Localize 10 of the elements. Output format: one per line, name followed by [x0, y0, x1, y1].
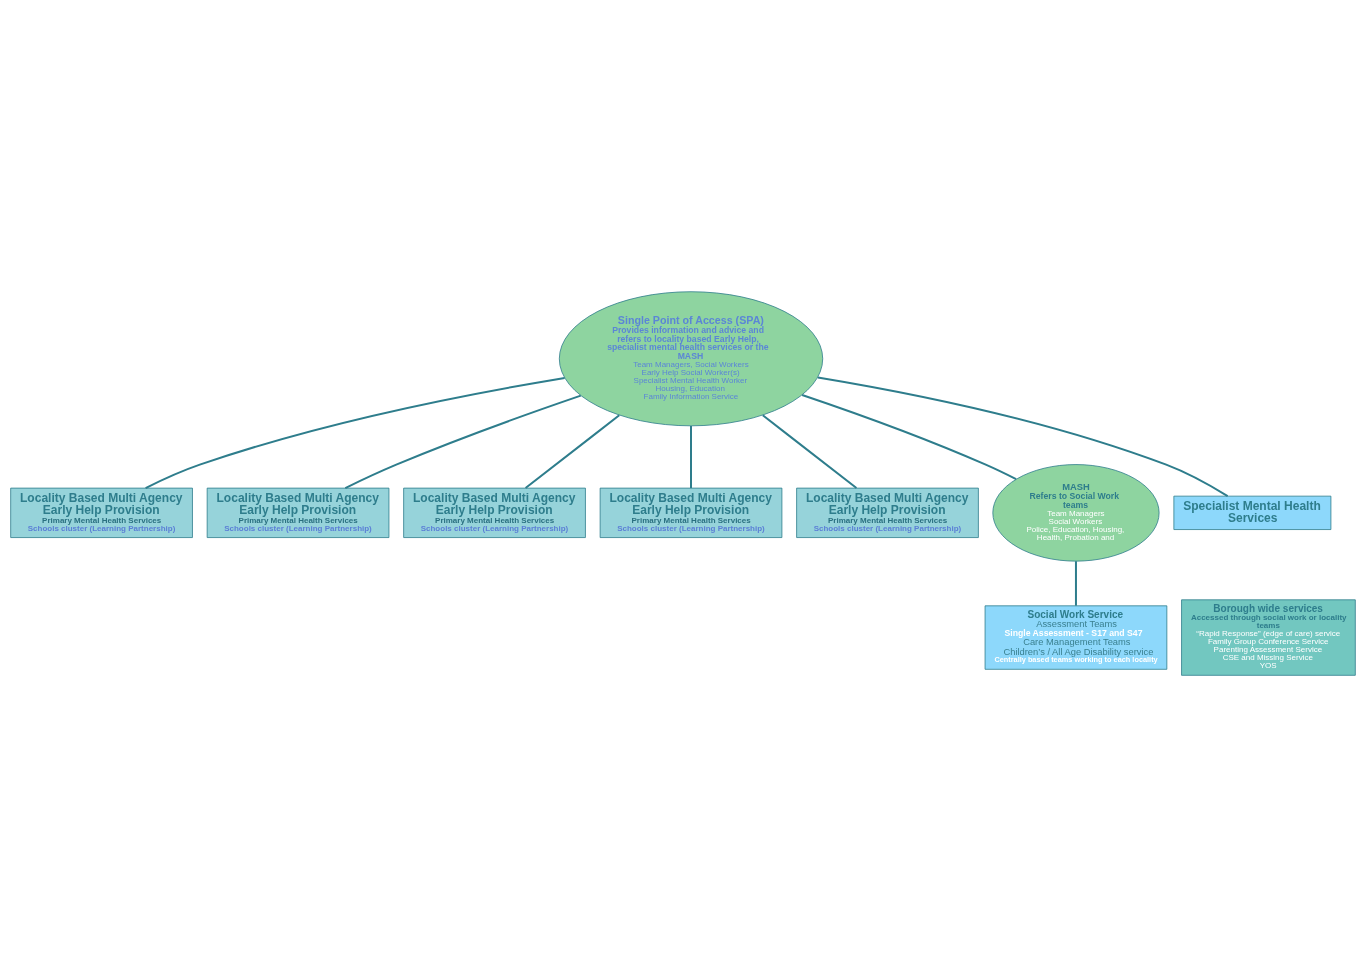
connector — [144, 376, 566, 490]
connector — [801, 393, 1018, 481]
connector — [690, 425, 692, 490]
connector — [344, 394, 582, 490]
node-box: Social Work Service Assessment Teams Single Assessment - S17 and S47 Care Management Teams Children’s / All Age Disability service Centrally based teams working to each locality — [984, 605, 1168, 670]
connector — [816, 376, 1229, 498]
connector — [524, 414, 621, 490]
connector — [1074, 560, 1077, 607]
node-box: Specialist Mental Health Services — [1173, 495, 1332, 530]
connector — [761, 414, 858, 490]
